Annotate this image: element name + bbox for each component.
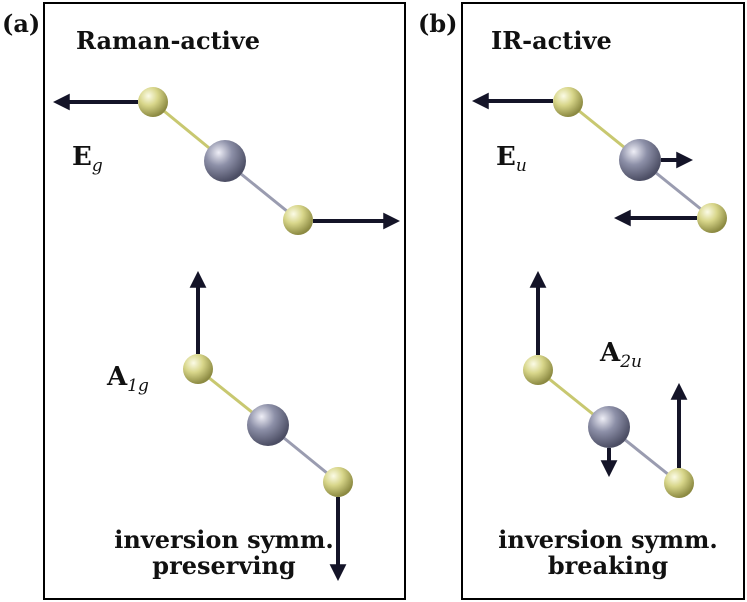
eu-label: Eu	[496, 142, 527, 176]
panel-b-caption-line1: inversion symm.	[498, 525, 717, 554]
panel-a-title: Raman-active	[76, 26, 260, 55]
panel-b-caption-line2: breaking	[548, 551, 668, 580]
panel-a-caption-line1: inversion symm.	[114, 525, 333, 554]
outer-atom	[664, 468, 694, 498]
a2u-label: A2u	[599, 338, 642, 372]
panel-b-title: IR-active	[491, 26, 612, 55]
eu-molecule	[471, 87, 727, 233]
a1g-label: A1g	[106, 362, 149, 396]
outer-atom	[283, 205, 313, 235]
eg-label: Eg	[72, 142, 103, 176]
panel-b-tag: (b)	[418, 9, 458, 38]
outer-atom	[183, 354, 213, 384]
panel-a-frame	[43, 2, 406, 600]
center-atom	[204, 140, 246, 182]
panel-b: (b) IR-active Eu A2u	[418, 2, 745, 600]
panel-a: (a) Raman-active Eg A1g inver	[2, 2, 406, 600]
a1g-molecule	[183, 270, 353, 582]
panel-a-tag: (a)	[2, 9, 40, 38]
eg-molecule	[52, 87, 401, 235]
outer-atom	[697, 203, 727, 233]
center-atom	[619, 139, 661, 181]
outer-atom	[323, 467, 353, 497]
panel-a-caption-line2: preserving	[152, 551, 296, 580]
outer-atom	[138, 87, 168, 117]
panel-b-frame	[461, 2, 745, 600]
a2u-molecule	[523, 270, 694, 498]
center-atom	[588, 406, 630, 448]
center-atom	[247, 404, 289, 446]
outer-atom	[553, 87, 583, 117]
outer-atom	[523, 355, 553, 385]
